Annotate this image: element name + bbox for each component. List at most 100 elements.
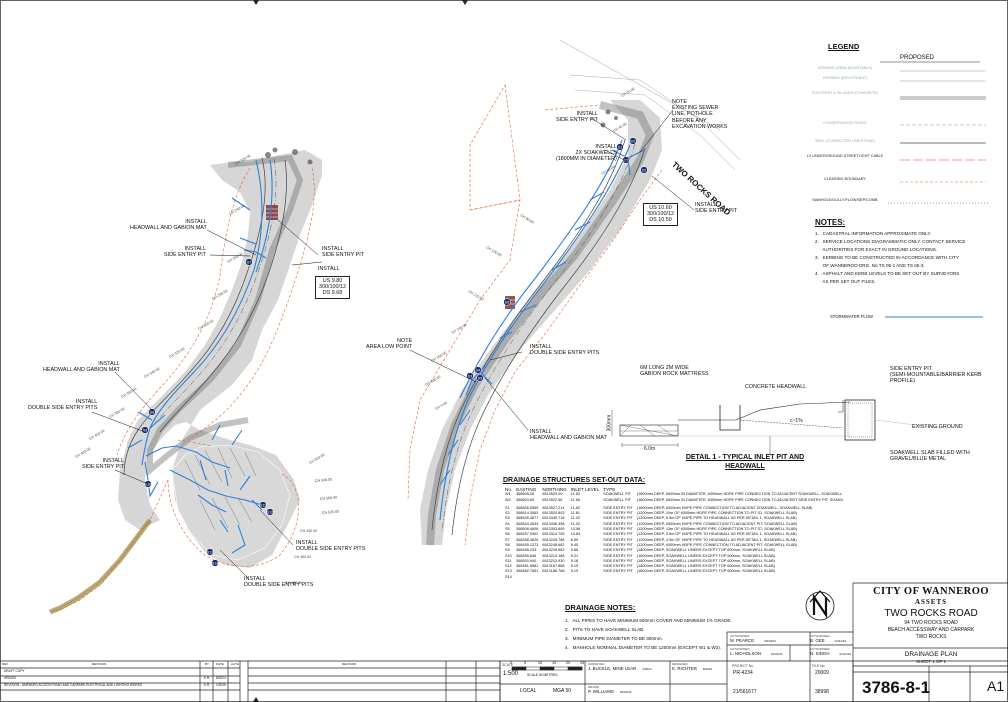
designer-name: K. RICHTER bbox=[672, 666, 697, 671]
pit-marker bbox=[141, 426, 149, 434]
detail-dim-300: 300mm bbox=[606, 414, 613, 432]
table-cell: 368606.5559 bbox=[516, 505, 539, 510]
scale-bar bbox=[511, 666, 583, 671]
chainage-label: CH 360.00 bbox=[121, 387, 138, 399]
approval-role: AUTHORISED bbox=[810, 634, 830, 638]
table-cell: (1200mm DEEP, 10m OF #300mm HDPE PIPE CO… bbox=[636, 511, 798, 516]
chainage-label: CH 400.00 bbox=[89, 429, 106, 441]
table-cell: (1200mm DEEP, #300mm HDPE PIPE CONNECTIO… bbox=[636, 521, 798, 526]
chainage-label: CH 520.00 bbox=[322, 510, 339, 515]
pit-label: S8 bbox=[150, 411, 154, 415]
table-cell: (1800mm DEEP, #300mm HDPE PIPE CONNECTIO… bbox=[636, 505, 813, 510]
drainage-note-item: 1. ALL PIPES TO HAVE MINIMUM 600mm COVER… bbox=[565, 618, 732, 623]
legend-item-label: KERBING (MOUNTABLE) bbox=[822, 76, 868, 80]
approval-role: AUTHORISED bbox=[730, 634, 750, 638]
table-cell: (1800mm DEEP, SOAKWELL LINERS EXCEPT TOP… bbox=[636, 569, 775, 574]
chainage-label: CH 560.00 bbox=[320, 496, 337, 501]
table-cell: S6 bbox=[505, 532, 510, 537]
pit-label: S2 bbox=[642, 169, 646, 173]
table-cell: SIDE ENTRY PIT bbox=[603, 511, 633, 516]
table-cell: 368605.28 bbox=[516, 492, 535, 497]
table-cell: S5 bbox=[505, 527, 510, 532]
note-item: 3. KERBING TO BE CONSTRUCTED IN ACCORDAN… bbox=[815, 255, 960, 260]
pit-marker bbox=[476, 374, 484, 382]
legend-item-label: LV UNDERGROUND STREETLIGHT CABLE bbox=[806, 154, 884, 158]
legend-item-label: CONSERVATION FENCE bbox=[823, 121, 867, 125]
callout-double-side-s12: INSTALL DOUBLE SIDE ENTRY PITS bbox=[296, 540, 366, 553]
designer-date: 30/10/24 bbox=[619, 690, 632, 694]
table-cell bbox=[514, 575, 540, 580]
chainage-label: CH 460.00 bbox=[294, 555, 311, 559]
table-cell: 6513525.09 bbox=[542, 492, 563, 497]
legend-list: KERBING (SEMI-MOUNTABLE)KERBING (MOUNTAB… bbox=[800, 66, 1000, 216]
contract-number: 38998 bbox=[815, 689, 829, 695]
table-cell: (1800mm DEEP 1800mm IN DIAMETER, #300mm … bbox=[636, 497, 843, 502]
scale-tick: 0 bbox=[510, 661, 513, 665]
designer-role: SURVEYED bbox=[588, 662, 605, 666]
table-cell: 6.45 bbox=[570, 542, 579, 547]
designer-name: J. BUCKLE, MINE LEAR bbox=[588, 666, 637, 671]
approval-role: AUTHORISED bbox=[810, 647, 830, 651]
approval-role: AUTHORISED bbox=[730, 647, 750, 651]
detail-title: DETAIL 1 - TYPICAL INLET PIT AND HEADWAL… bbox=[685, 454, 805, 470]
table-cell: 10.84 bbox=[570, 532, 581, 537]
project-title: TWO ROCKS ROAD bbox=[884, 608, 978, 619]
table-cell: (1200mm DEEP, 5.5m OF HDPE PIPE TO HEADW… bbox=[636, 516, 797, 521]
titleblock-frame bbox=[0, 582, 1008, 702]
chainage-label: CH 40.00 bbox=[613, 122, 628, 133]
right-road-alignment bbox=[407, 39, 741, 546]
drawing-number: 3786-8-1 bbox=[862, 678, 931, 697]
table-cell: 11.02 bbox=[570, 521, 580, 526]
legend-stormwater-label: STORMWATER FLOW bbox=[830, 314, 873, 319]
table-cell: SIDE ENTRY PIT bbox=[603, 542, 633, 547]
datum-value: LOCAL bbox=[520, 688, 537, 694]
table-cell: S13 bbox=[505, 569, 512, 574]
note-item: 4. ASPHALT AND KERB LEVELS TO BE SET OUT… bbox=[815, 271, 960, 276]
approval-name: L. NICHOLSON bbox=[730, 651, 761, 656]
drainage-notes-list: 1. ALL PIPES TO HAVE MINIMUM 600mm COVER… bbox=[565, 616, 732, 652]
table-cell: 368500.940 bbox=[516, 558, 537, 563]
notes-title: NOTES: bbox=[815, 218, 846, 227]
table-cell: S8 bbox=[505, 542, 510, 547]
revision-desc: REVISION - AMENDED ACCESS ROAD AND CARPA… bbox=[4, 683, 142, 687]
table-cell: 11.63 bbox=[570, 492, 580, 497]
detail-existing-ground: EXISTING GROUND bbox=[912, 424, 963, 430]
table-cell: (1200mm DEEP, 3.5m OF HDPE PIPE TO HEADW… bbox=[636, 532, 797, 537]
chainage-label: CH 20.00 bbox=[621, 87, 636, 98]
detail-gabion-label: 6m LONG 2m WIDE GABION ROCK MATTRESS bbox=[640, 365, 709, 378]
pit-marker bbox=[259, 501, 267, 509]
chainage-label: CH 0.00 bbox=[435, 401, 448, 411]
approval-date: 01/11/24 bbox=[771, 652, 783, 656]
callout-soakwells: INSTALL 2x SOAKWELLS (1800mm IN DIAMETER… bbox=[556, 144, 617, 163]
pit-marker bbox=[245, 258, 253, 266]
table-cell: 368497.0302 bbox=[516, 532, 539, 537]
table-cell: (1200mm DEEP, #300mm HDPE PIPE CONNECTIO… bbox=[636, 542, 798, 547]
table-cell: 6513167.868 bbox=[542, 564, 565, 569]
scale-value: 1:500 bbox=[503, 671, 519, 677]
pit-label: S12 bbox=[267, 511, 273, 515]
table-cell: 5.86 bbox=[570, 548, 579, 553]
table-cell: W1 bbox=[505, 492, 511, 497]
callout-side-entry-right: INSTALL SIDE ENTRY PIT bbox=[322, 246, 365, 259]
table-cell: 11.66 bbox=[570, 497, 580, 502]
table-cell: 6513520.803 bbox=[542, 511, 565, 516]
table-cell: 5.18 bbox=[570, 558, 579, 563]
council-assets: ASSETS bbox=[914, 598, 948, 606]
table-cell: S4 bbox=[505, 521, 510, 526]
revision-header: REV bbox=[2, 662, 9, 666]
table-cell: (1200mm DEEP, 13m OF #300mm HDPE PIPE CO… bbox=[636, 527, 798, 532]
table-cell: 6513436.358 bbox=[542, 521, 565, 526]
pit-marker bbox=[211, 559, 219, 567]
legend-proposed-header: PROPOSED bbox=[900, 55, 935, 61]
table-cell: SIDE ENTRY PIT bbox=[603, 558, 633, 563]
